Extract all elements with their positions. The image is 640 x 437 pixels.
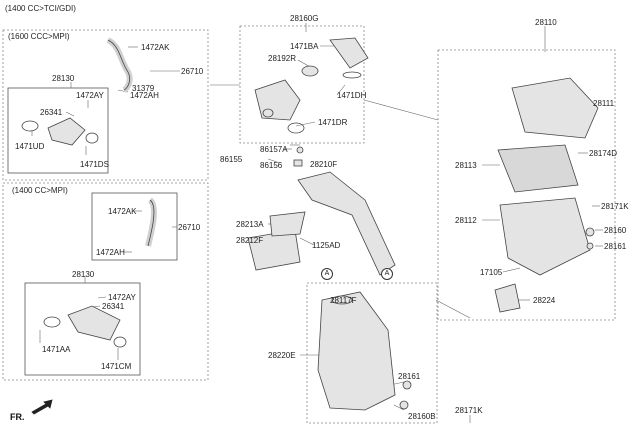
- subgroup-frames: [7, 87, 178, 376]
- part-label-86157A: 86157A: [260, 145, 288, 154]
- part-label-86156: 86156: [260, 161, 283, 170]
- part-label-26710-1600: 26710: [181, 67, 204, 76]
- part-label-28171K-top: 28171K: [601, 202, 629, 211]
- section-header-tci-gdi: (1400 CC>TCI/GDI): [5, 4, 76, 13]
- part-label-1471UD: 1471UD: [15, 142, 45, 151]
- part-label-1472AY-1400: 1472AY: [108, 293, 136, 302]
- part-label-1471DH: 1471DH: [337, 91, 367, 100]
- part-label-28110: 28110: [535, 18, 557, 27]
- part-label-28224: 28224: [533, 296, 556, 305]
- part-label-28117F: 28117F: [330, 296, 357, 305]
- callout-a-left: A: [321, 268, 333, 280]
- section-header-1400-mpi: (1400 CC>MPI): [12, 186, 68, 195]
- part-label-26341-1400: 26341: [102, 302, 125, 311]
- part-label-1471AA: 1471AA: [42, 345, 71, 354]
- leader-lines: [31, 23, 603, 423]
- part-label-28171K-bottom: 28171K: [455, 406, 483, 415]
- part-label-1472AY-1600: 1472AY: [76, 91, 104, 100]
- part-label-28160G: 28160G: [290, 14, 319, 23]
- part-label-1472AH-1600: 1472AH: [130, 91, 159, 100]
- part-label-26710-1400: 26710: [178, 223, 201, 232]
- part-label-1471DS: 1471DS: [80, 160, 109, 169]
- part-label-1472AK-1400: 1472AK: [108, 207, 137, 216]
- part-label-86155: 86155: [220, 155, 243, 164]
- part-label-28130-1600: 28130: [52, 74, 75, 83]
- part-label-28210F: 28210F: [310, 160, 338, 169]
- part-label-28192R: 28192R: [268, 54, 297, 63]
- part-label-26341-1600: 26341: [40, 108, 63, 117]
- part-label-1471BA: 1471BA: [290, 42, 319, 51]
- part-label-28161-top: 28161: [604, 242, 627, 251]
- section-header-1600-mpi: (1600 CCC>MPI): [8, 32, 70, 41]
- part-label-1472AH-1400: 1472AH: [96, 248, 125, 257]
- part-label-1472AK-1600: 1472AK: [141, 43, 170, 52]
- part-label-1471DR: 1471DR: [318, 118, 348, 127]
- part-label-28174D: 28174D: [589, 149, 618, 158]
- part-label-28213A: 28213A: [236, 220, 264, 229]
- part-label-28113: 28113: [455, 161, 477, 170]
- part-shapes: [21, 37, 599, 411]
- part-label-28160: 28160: [604, 226, 627, 235]
- part-label-28112: 28112: [455, 216, 477, 225]
- part-label-28130-1400: 28130: [72, 270, 95, 279]
- part-label-28111: 28111: [593, 99, 615, 108]
- part-label-28161-bottom: 28161: [398, 372, 421, 381]
- front-arrow-icon: [31, 399, 53, 415]
- part-label-31379: 31379: [132, 84, 155, 93]
- part-label-17105: 17105: [480, 268, 503, 277]
- part-label-1125AD: 1125AD: [312, 241, 341, 250]
- front-orientation-label: FR.: [10, 412, 25, 422]
- part-label-28212F: 28212F: [236, 236, 264, 245]
- callout-a-right: A: [381, 268, 393, 280]
- section-frames: [2, 25, 616, 424]
- part-label-28160B: 28160B: [408, 412, 436, 421]
- part-label-1471CM: 1471CM: [101, 362, 132, 371]
- part-label-28220E: 28220E: [268, 351, 296, 360]
